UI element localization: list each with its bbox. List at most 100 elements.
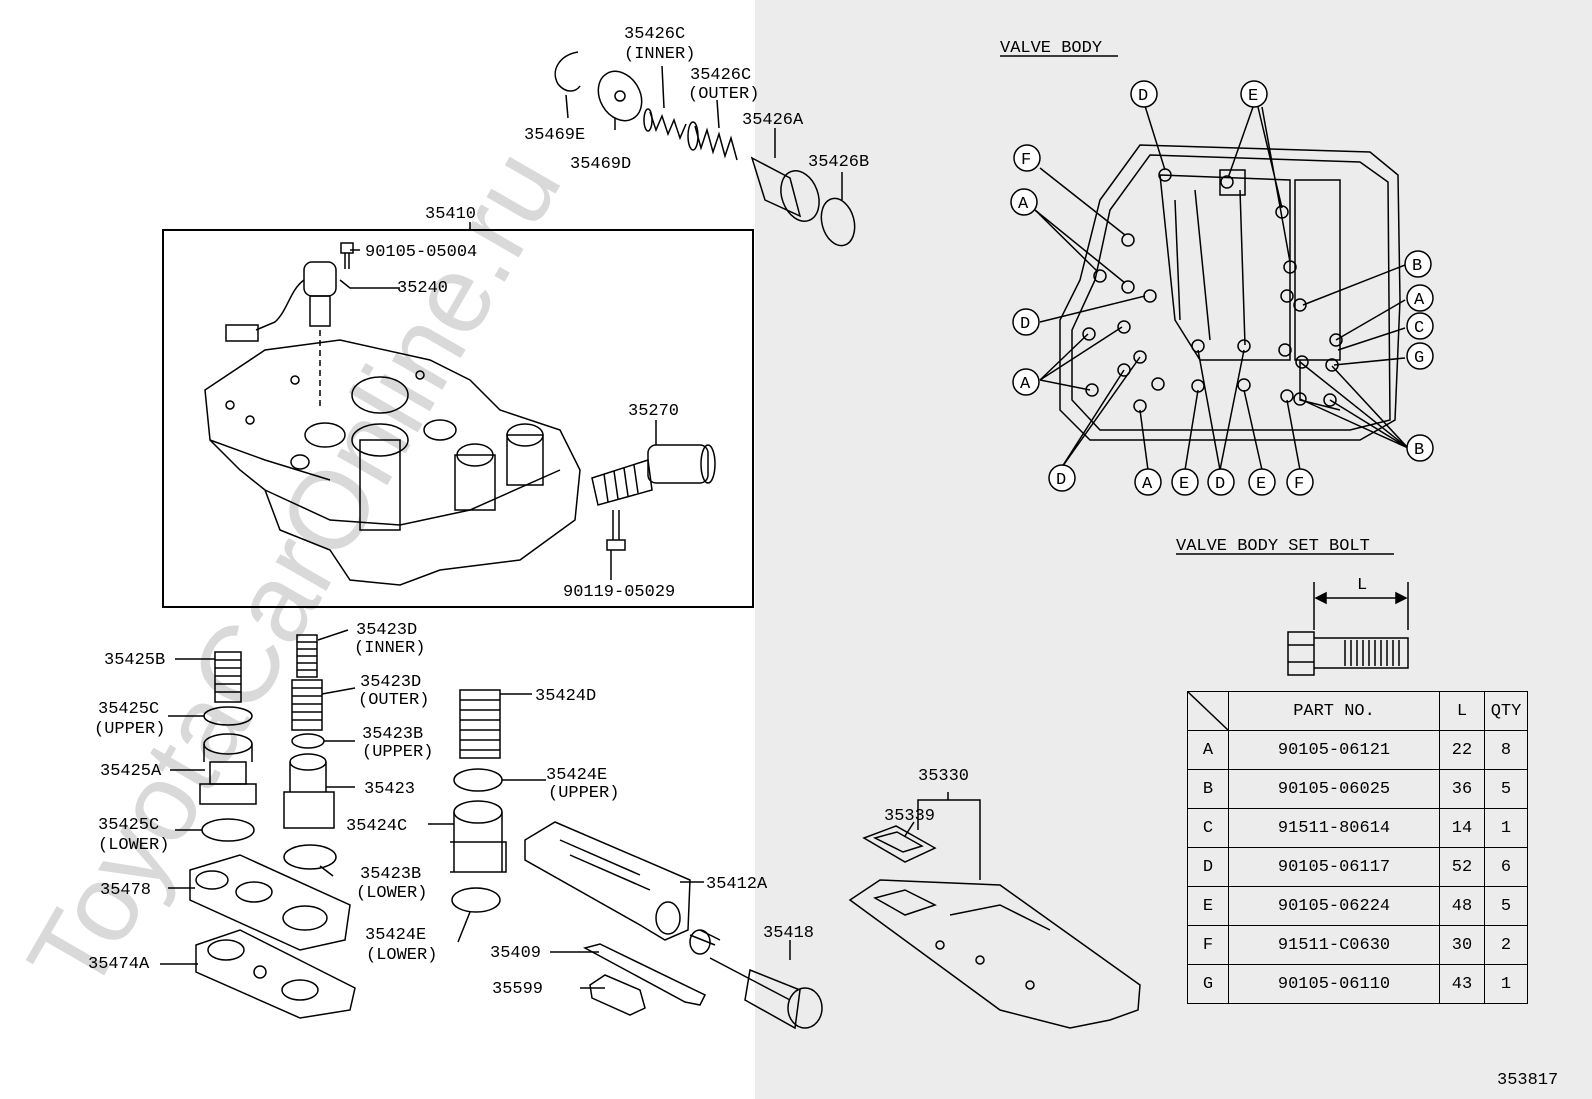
label-35424d: 35424D: [535, 687, 596, 706]
table-row: E 90105-06224 48 5: [1187, 886, 1528, 926]
row-id: F: [1187, 925, 1229, 965]
solenoid-35270: [591, 444, 716, 506]
valve-body-callouts: D E F A B A D C G A B D A E: [1010, 80, 1434, 496]
o-ring-35424e-upper: [453, 768, 503, 792]
row-id: D: [1187, 847, 1229, 887]
table-row: A 90105-06121 22 8: [1187, 730, 1528, 770]
table-row: D 90105-06117 52 6: [1187, 847, 1528, 887]
bolt-90105-05004: [340, 242, 354, 269]
row-part-no: 90105-06224: [1228, 886, 1440, 926]
o-ring-35424e-lower: [451, 887, 501, 913]
row-id: E: [1187, 886, 1229, 926]
bolt-table-header: PART NO. L QTY: [1187, 691, 1528, 731]
row-l: 48: [1439, 886, 1485, 926]
label-35425c-upper: 35425C: [98, 700, 159, 719]
snap-ring-35469e: [554, 51, 581, 92]
callout-f-bottom: F: [1294, 475, 1304, 494]
callout-e-bottom-1: E: [1179, 475, 1189, 494]
label-90105-05004: 90105-05004: [365, 243, 477, 262]
gasket-35478: [189, 854, 351, 951]
label-35425a: 35425A: [100, 762, 162, 781]
callout-a-left-upper: A: [1018, 195, 1029, 214]
table-row: F 91511-C0630 30 2: [1187, 925, 1528, 965]
label-35424e-lower: 35424E: [365, 926, 426, 945]
spring-35426c-inner: [643, 108, 687, 141]
label-35330: 35330: [918, 767, 969, 786]
row-part-no: 90105-06121: [1228, 730, 1440, 770]
callout-e-top: E: [1248, 87, 1258, 106]
sleeve-35423: [283, 753, 335, 829]
set-bolt-view: VALVE BODY SET BOLT L: [1176, 537, 1409, 676]
row-part-no: 90105-06025: [1228, 769, 1440, 809]
callout-b-right-lower: B: [1414, 441, 1424, 460]
spring-35426c-outer: [687, 121, 738, 161]
callout-e-bottom-2: E: [1256, 475, 1266, 494]
valve-35418: [689, 929, 823, 1030]
row-l: 36: [1439, 769, 1485, 809]
o-ring-35426b: [820, 197, 856, 247]
spring-35424d: [459, 689, 501, 759]
row-qty: 5: [1484, 769, 1528, 809]
o-ring-35423b-lower: [283, 844, 337, 870]
dimension-l-label: L: [1357, 576, 1367, 595]
callout-b-right-upper: B: [1412, 257, 1422, 276]
callout-a-right: A: [1414, 291, 1425, 310]
row-part-no: 91511-C0630: [1228, 925, 1440, 965]
set-bolt-shape: [1287, 631, 1315, 676]
label-35423b-upper: 35423B: [362, 725, 423, 744]
label-35425c-lower-note: (LOWER): [98, 836, 169, 855]
bolt-90119-05029: [606, 510, 626, 551]
row-l: 14: [1439, 808, 1485, 848]
label-35423d-outer: 35423D: [360, 673, 421, 692]
row-part-no: 90105-06110: [1228, 964, 1440, 1004]
row-qty: 1: [1484, 808, 1528, 848]
row-l: 30: [1439, 925, 1485, 965]
label-35425c-upper-note: (UPPER): [94, 720, 165, 739]
solenoid-35240: [225, 261, 337, 342]
strainer-35330: [848, 879, 1141, 1029]
label-35410: 35410: [425, 205, 476, 224]
label-35409: 35409: [490, 944, 541, 963]
label-35425b: 35425B: [104, 651, 165, 670]
label-35423: 35423: [364, 780, 415, 799]
part-labels: 35426C (INNER) 35426C (OUTER) 35426A 354…: [88, 25, 969, 999]
row-qty: 5: [1484, 886, 1528, 926]
label-35270: 35270: [628, 402, 679, 421]
row-qty: 1: [1484, 964, 1528, 1004]
header-l: L: [1439, 691, 1485, 731]
label-35424c: 35424C: [346, 817, 407, 836]
label-35418: 35418: [763, 924, 814, 943]
table-row: C 91511-80614 14 1: [1187, 808, 1528, 848]
plate-35409: [582, 943, 707, 1006]
row-l: 52: [1439, 847, 1485, 887]
label-35423d-inner: 35423D: [356, 621, 417, 640]
label-90119-05029: 90119-05029: [563, 583, 675, 602]
row-id: C: [1187, 808, 1229, 848]
row-part-no: 91511-80614: [1228, 808, 1440, 848]
row-l: 22: [1439, 730, 1485, 770]
label-35426a: 35426A: [742, 111, 804, 130]
bolt-table: PART NO. L QTY A 90105-06121 22 8 B 9010…: [1187, 691, 1528, 1004]
label-35423b-lower-note: (LOWER): [356, 884, 427, 903]
label-35423d-inner-note: (INNER): [354, 639, 425, 658]
sleeve-35426a: [750, 156, 820, 222]
washer-35469d: [597, 70, 643, 122]
label-35339: 35339: [884, 807, 935, 826]
callout-d-bottom-2: D: [1215, 475, 1225, 494]
valve-body-title: VALVE BODY: [1000, 39, 1102, 58]
valve-body-outline: [1059, 144, 1401, 441]
callout-d-left: D: [1020, 315, 1030, 334]
valve-body-view: VALVE BODY: [1000, 39, 1434, 496]
spring-35425b: [214, 651, 242, 703]
plate-35474a: [195, 929, 356, 1019]
set-bolt-title: VALVE BODY SET BOLT: [1176, 537, 1370, 556]
label-35423b-upper-note: (UPPER): [362, 743, 433, 762]
bracket-35599: [589, 974, 646, 1016]
label-35599: 35599: [492, 980, 543, 999]
row-qty: 6: [1484, 847, 1528, 887]
callout-a-bottom: A: [1142, 475, 1153, 494]
row-part-no: 90105-06117: [1228, 847, 1440, 887]
label-35469e: 35469E: [524, 126, 585, 145]
label-35474a: 35474A: [88, 955, 150, 974]
